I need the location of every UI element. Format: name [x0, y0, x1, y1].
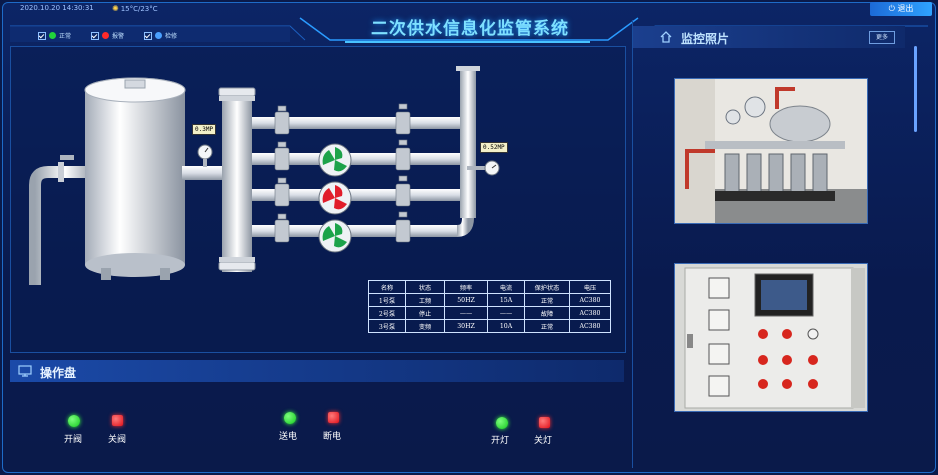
light-on-button[interactable]: [496, 417, 508, 429]
more-button[interactable]: 更多: [869, 31, 895, 44]
legend-maintenance[interactable]: 检修: [144, 31, 177, 40]
legend-label: 正常: [59, 33, 72, 40]
control-cabinet-image: [675, 264, 867, 411]
legend-normal[interactable]: 正常: [38, 31, 71, 40]
table-cell: AC380: [569, 319, 611, 333]
pump-2-icon[interactable]: [318, 181, 352, 215]
legend-alarm[interactable]: 报警: [91, 31, 124, 40]
table-cell: 工频: [405, 293, 445, 307]
water-tank: [84, 77, 186, 280]
table-cell: 正常: [524, 319, 570, 333]
pump-station-photo[interactable]: [674, 78, 868, 224]
table-cell: 15A: [487, 293, 525, 307]
weather-text: 15°C/23°C: [120, 5, 158, 13]
table-cell: 故障: [524, 306, 570, 320]
power-icon: ⏻: [888, 4, 895, 13]
top-bar: 2020.10.20 14:30:31 ✺15°C/23°C ⏻ 退出: [0, 0, 938, 18]
pump-1-icon[interactable]: [318, 143, 352, 177]
light-off-button[interactable]: [539, 417, 550, 428]
pump-status-table: 名称 状态 频率 电流 保护状态 电压 1号泵 工频 50HZ 15A 正常 A…: [368, 280, 611, 333]
table-cell: 变频: [405, 319, 445, 333]
sun-icon: ✺: [112, 4, 119, 13]
table-cell: 2号泵: [368, 306, 406, 320]
monitor-title: 监控照片: [681, 32, 730, 46]
checkbox-icon[interactable]: [144, 31, 153, 40]
close-valve-button[interactable]: [112, 415, 123, 426]
operation-panel: 操作盘: [10, 356, 624, 466]
legend-label: 报警: [112, 33, 125, 40]
green-dot-icon: [49, 32, 56, 39]
open-valve-button[interactable]: [68, 415, 80, 427]
table-header-row: 名称 状态 频率 电流 保护状态 电压: [368, 280, 611, 294]
col-header: 频率: [444, 280, 488, 294]
checkbox-icon[interactable]: [91, 31, 100, 40]
table-cell: ——: [487, 306, 525, 320]
col-header: 保护状态: [524, 280, 570, 294]
valve-icon: [58, 162, 64, 182]
col-header: 名称: [368, 280, 406, 294]
monitor-panel: 监控照片 更多: [632, 20, 919, 468]
table-cell: 正常: [524, 293, 570, 307]
table-cell: 停止: [405, 306, 445, 320]
table-cell: 3号泵: [368, 319, 406, 333]
pump-3-icon[interactable]: [318, 219, 352, 253]
legend-label: 检修: [165, 33, 178, 40]
datetime: 2020.10.20 14:30:31: [20, 4, 94, 12]
checkbox-icon[interactable]: [38, 31, 46, 40]
light-on-label: 开灯: [491, 436, 510, 446]
inlet-pressure-readout: 0.3MP: [192, 124, 217, 135]
page-title: 二次供水信息化监管系统: [371, 19, 569, 39]
table-cell: AC380: [569, 293, 611, 307]
control-cabinet-photo[interactable]: [674, 263, 868, 412]
exit-button[interactable]: ⏻ 退出: [870, 2, 932, 16]
more-label: 更多: [875, 34, 888, 41]
pump-process-diagram: [29, 66, 500, 285]
table-row: 1号泵 工频 50HZ 15A 正常 AC380: [368, 293, 611, 307]
power-on-label: 送电: [279, 432, 298, 442]
status-legend: 正常 报警 检修: [38, 31, 177, 40]
table-row: 3号泵 变频 30HZ 10A 正常 AC380: [368, 319, 611, 333]
light-off-label: 关灯: [534, 436, 553, 446]
open-valve-label: 开阀: [64, 435, 83, 445]
red-dot-icon: [102, 32, 110, 39]
power-off-button[interactable]: [328, 412, 339, 423]
table-row: 2号泵 停止 —— —— 故障 AC380: [368, 306, 611, 320]
table-cell: ——: [444, 306, 488, 320]
table-cell: 50HZ: [444, 293, 488, 307]
outlet-pressure-readout: 0.52MP: [480, 142, 508, 153]
operation-title: 操作盘: [40, 366, 77, 380]
monitor-screen-icon: [18, 365, 32, 377]
home-icon: [660, 31, 672, 43]
blue-dot-icon: [155, 32, 163, 39]
power-on-button[interactable]: [284, 412, 296, 424]
col-header: 电压: [569, 280, 611, 294]
col-header: 电流: [487, 280, 525, 294]
close-valve-label: 关阀: [108, 435, 127, 445]
exit-label: 退出: [897, 4, 914, 13]
table-cell: AC380: [569, 306, 611, 320]
scrollbar[interactable]: [914, 46, 917, 132]
power-off-label: 断电: [323, 432, 342, 442]
table-cell: 10A: [487, 319, 525, 333]
monitor-header: 监控照片 更多: [633, 26, 905, 48]
title-area: 二次供水信息化监管系统: [320, 6, 620, 40]
table-cell: 30HZ: [444, 319, 488, 333]
col-header: 状态: [405, 280, 445, 294]
operation-header: 操作盘: [10, 360, 624, 382]
pump-station-image: [675, 79, 867, 223]
weather: ✺15°C/23°C: [112, 4, 158, 13]
table-cell: 1号泵: [368, 293, 406, 307]
